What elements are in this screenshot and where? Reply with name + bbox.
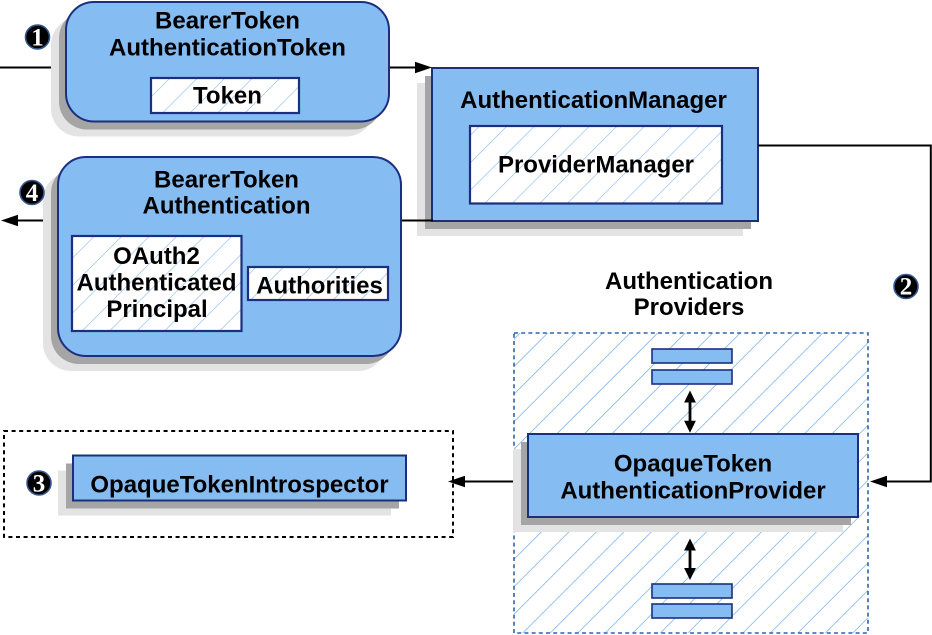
svg-text:BearerToken: BearerToken xyxy=(155,8,300,35)
svg-text:Token: Token xyxy=(193,83,262,110)
svg-text:AuthenticationToken: AuthenticationToken xyxy=(109,35,346,62)
svg-text:BearerToken: BearerToken xyxy=(154,166,299,193)
svg-text:3: 3 xyxy=(33,470,46,497)
svg-text:AuthenticationProvider: AuthenticationProvider xyxy=(560,478,825,505)
svg-text:Providers: Providers xyxy=(634,294,745,321)
svg-text:2: 2 xyxy=(900,273,913,300)
svg-text:Principal: Principal xyxy=(106,296,207,323)
svg-text:OpaqueTokenIntrospector: OpaqueTokenIntrospector xyxy=(90,472,388,499)
svg-text:1: 1 xyxy=(31,24,44,51)
svg-text:Authentication: Authentication xyxy=(605,268,773,295)
svg-text:Authentication: Authentication xyxy=(143,193,311,220)
svg-text:ProviderManager: ProviderManager xyxy=(498,152,694,179)
svg-text:Authenticated: Authenticated xyxy=(76,270,236,297)
svg-text:AuthenticationManager: AuthenticationManager xyxy=(460,87,727,114)
svg-text:OAuth2: OAuth2 xyxy=(113,243,200,270)
svg-text:4: 4 xyxy=(26,180,39,207)
svg-text:Authorities: Authorities xyxy=(256,273,383,300)
svg-text:OpaqueToken: OpaqueToken xyxy=(614,451,772,478)
